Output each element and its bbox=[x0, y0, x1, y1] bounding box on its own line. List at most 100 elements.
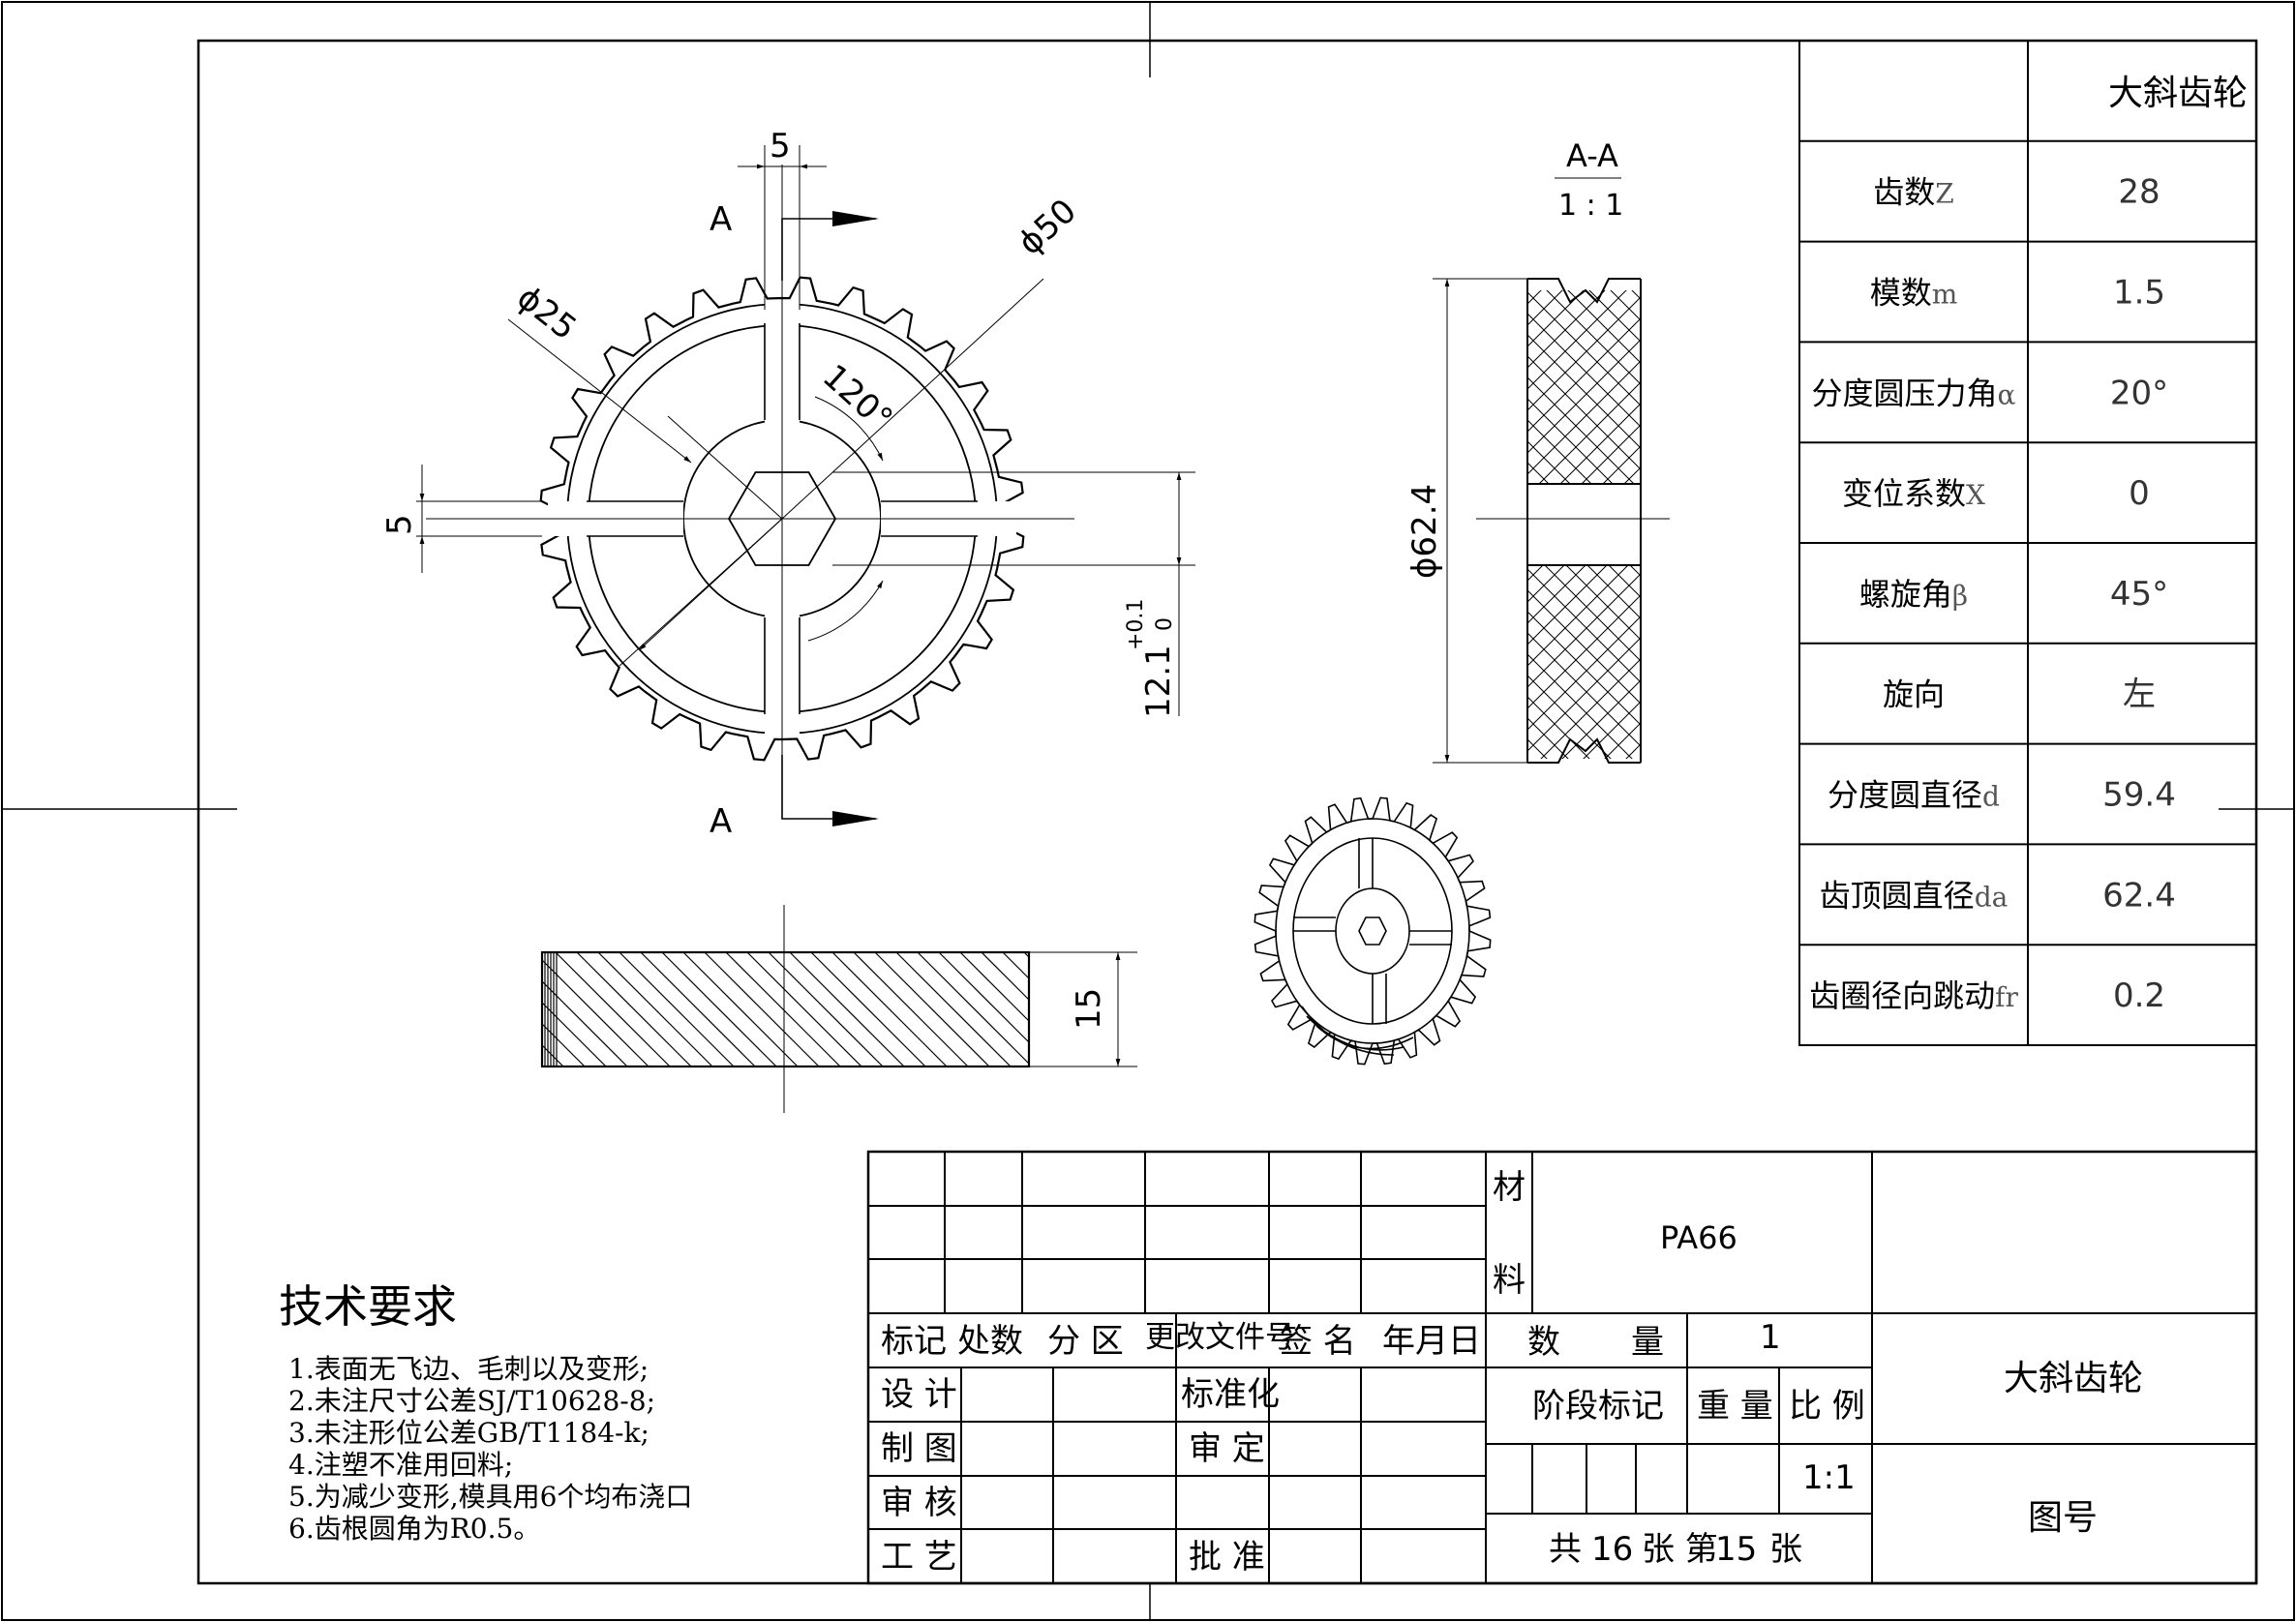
tech-requirements-heading: 技术要求 bbox=[279, 1280, 457, 1333]
helix-line bbox=[576, 951, 692, 1067]
label-draw: 制 图 bbox=[881, 1429, 957, 1468]
helix-line bbox=[853, 951, 969, 1067]
rev-header-zone: 分 区 bbox=[1047, 1322, 1124, 1361]
material-label-1: 材 bbox=[1493, 1168, 1526, 1207]
helix-line bbox=[981, 951, 1030, 1001]
scale-label: 比 例 bbox=[1789, 1387, 1865, 1426]
front-dim-outer-dia: ϕ50 bbox=[1011, 192, 1084, 263]
param-label: 模数m bbox=[1870, 275, 1958, 312]
param-value: 1.5 bbox=[2113, 274, 2165, 313]
front-dim-spoke-width: 5 bbox=[380, 514, 419, 535]
sheet-number: 15 bbox=[1715, 1530, 1757, 1569]
section-scale: 1 : 1 bbox=[1558, 189, 1623, 223]
gear-parameter-table bbox=[1798, 40, 2257, 1046]
part-name: 大斜齿轮 bbox=[2004, 1359, 2143, 1398]
section-dim-diameter: ϕ62.4 bbox=[1405, 484, 1444, 579]
param-table-title: 大斜齿轮 bbox=[2108, 74, 2248, 113]
iso-root-ring bbox=[1275, 818, 1470, 1044]
rev-header-mark: 标记 bbox=[881, 1322, 947, 1361]
helix-line bbox=[619, 951, 735, 1067]
param-value: 左 bbox=[2123, 676, 2156, 714]
helix-line bbox=[1002, 951, 1030, 979]
helix-line bbox=[541, 1044, 564, 1067]
param-label: 螺旋角β bbox=[1859, 576, 1968, 613]
helix-line bbox=[661, 951, 777, 1067]
label-approve: 批 准 bbox=[1189, 1538, 1265, 1577]
quantity-label-2: 量 bbox=[1631, 1323, 1664, 1362]
scale-value: 1:1 bbox=[1802, 1458, 1856, 1497]
label-audit: 审 定 bbox=[1189, 1429, 1265, 1468]
stage-label: 阶段标记 bbox=[1532, 1387, 1664, 1426]
param-value: 0 bbox=[2129, 474, 2150, 513]
sheets-unit-1: 张 第 bbox=[1642, 1530, 1718, 1569]
helix-line bbox=[768, 951, 884, 1067]
quantity-value: 1 bbox=[1760, 1318, 1781, 1357]
sheets-total-label: 共 bbox=[1549, 1530, 1582, 1569]
param-label: 齿圈径向跳动fr bbox=[1809, 977, 2018, 1014]
helix-line bbox=[725, 951, 841, 1067]
param-label: 旋向 bbox=[1883, 676, 1945, 713]
helix-line bbox=[704, 951, 820, 1067]
param-value: 28 bbox=[2118, 173, 2160, 212]
tech-requirement-item: 1.表面无飞边、毛刺以及变形; bbox=[288, 1353, 649, 1385]
front-dim-angle: 120° bbox=[815, 357, 900, 439]
front-dim-hex-tol-upper: +0.1 bbox=[1124, 599, 1148, 650]
gear-front-view bbox=[416, 145, 1195, 826]
helix-line bbox=[682, 951, 799, 1067]
label-process: 工 艺 bbox=[881, 1538, 957, 1577]
helix-line bbox=[1023, 951, 1030, 958]
helix-line bbox=[541, 980, 628, 1067]
param-label: 分度圆直径d bbox=[1828, 777, 2000, 814]
rev-header-doc: 更改文件号 bbox=[1145, 1320, 1295, 1355]
front-dim-hex-tol-lower: 0 bbox=[1153, 617, 1177, 631]
label-check: 审 核 bbox=[881, 1484, 957, 1522]
helix-line bbox=[541, 1023, 586, 1067]
front-dim-hex-size: 12.1 bbox=[1139, 645, 1178, 718]
tech-requirement-item: 3.未注形位公差GB/T1184-k; bbox=[288, 1417, 650, 1449]
front-dim-slot-width: 5 bbox=[770, 127, 791, 165]
quantity-label-1: 数 bbox=[1527, 1323, 1560, 1362]
drawing-number-label: 图号 bbox=[2028, 1498, 2098, 1538]
param-label: 分度圆压力角α bbox=[1812, 375, 2016, 411]
helix-line bbox=[789, 951, 905, 1067]
rev-header-count: 处数 bbox=[957, 1322, 1023, 1361]
param-value: 45° bbox=[2110, 575, 2168, 614]
rev-header-date: 年月日 bbox=[1382, 1322, 1481, 1361]
material-label-2: 料 bbox=[1493, 1261, 1526, 1300]
helix-line bbox=[597, 951, 713, 1067]
section-label: A-A bbox=[1566, 137, 1618, 174]
helix-line bbox=[895, 951, 1012, 1067]
gear-isometric-view bbox=[1254, 796, 1492, 1066]
tech-requirement-item: 2.未注尺寸公差SJ/T10628-8; bbox=[288, 1385, 655, 1417]
helix-line bbox=[917, 951, 1030, 1065]
tech-requirement-item: 6.齿根圆角为R0.5。 bbox=[288, 1513, 540, 1545]
section-mark-bottom: A bbox=[710, 802, 732, 841]
material-value: PA66 bbox=[1660, 1219, 1737, 1256]
helix-line bbox=[959, 951, 1030, 1022]
helix-line bbox=[810, 951, 926, 1067]
helix-line bbox=[874, 951, 990, 1067]
param-label: 变位系数X bbox=[1842, 475, 1985, 512]
param-value: 0.2 bbox=[2113, 976, 2165, 1015]
sheets-unit-2: 张 bbox=[1769, 1530, 1802, 1569]
param-value: 20° bbox=[2110, 374, 2168, 412]
param-label: 齿数Z bbox=[1873, 174, 1953, 211]
side-dim-width: 15 bbox=[1070, 988, 1108, 1030]
section-view-a-a bbox=[1433, 177, 1670, 764]
rev-header-sign: 签 名 bbox=[1280, 1322, 1356, 1361]
param-value: 59.4 bbox=[2102, 776, 2176, 815]
helix-line bbox=[938, 951, 1030, 1043]
section-mark-top: A bbox=[710, 200, 732, 239]
helix-line bbox=[541, 1002, 607, 1067]
label-design: 设 计 bbox=[881, 1375, 957, 1414]
sheets-total: 16 bbox=[1591, 1530, 1633, 1569]
helix-line bbox=[541, 959, 650, 1067]
param-label: 齿顶圆直径da bbox=[1820, 877, 2009, 914]
label-standardize: 标准化 bbox=[1181, 1375, 1280, 1414]
weight-label: 重 量 bbox=[1697, 1387, 1773, 1426]
front-dim-inner-dia: ϕ25 bbox=[509, 279, 583, 348]
helix-line bbox=[555, 951, 671, 1067]
helix-line bbox=[746, 951, 862, 1067]
helix-line bbox=[831, 951, 948, 1067]
